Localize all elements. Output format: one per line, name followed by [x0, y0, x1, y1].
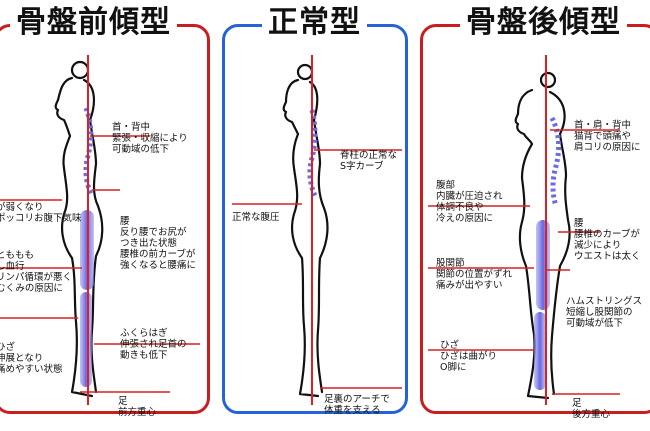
posterior-figure: [514, 71, 571, 400]
abdominal-pressure-label: 正常な腹圧: [232, 212, 280, 223]
neck-shoulder-label: 首・肩・背中猫背で頭痛や肩コリの原因に: [574, 120, 641, 153]
normal-figure: [282, 63, 329, 398]
hamstring-label: ハムストリングス短縮し股関節の可動域が低下: [566, 296, 643, 329]
thigh-label: ともももし血行リンパ循環が悪くむくみの原因に: [0, 250, 73, 294]
posterior-spine: [549, 116, 562, 207]
arch-label: 足裏のアーチで体重を支える: [324, 394, 390, 416]
belly-label: 腹部内臓が圧迫され体調不良や冷えの原因に: [436, 180, 503, 224]
abdomen-label: が弱くなりポッコリお腹下気味: [0, 202, 82, 224]
posterior-tilt-title: 骨盤後傾型: [460, 6, 627, 40]
anterior-tilt-title: 骨盤前傾型: [10, 6, 177, 40]
knee-label: ひざ伸展となり痛めやすい状態: [0, 342, 63, 375]
lower-back-label: 腰反り腰でお尻がつき出た状態腰椎の前カーブが強くなると腰痛に: [120, 216, 197, 271]
anterior-shin: [80, 292, 92, 387]
posterior-shin: [534, 312, 546, 390]
lumbar-label: 腰腰椎のカーブが減少によりウエストは太く: [574, 218, 641, 262]
foot-label: 足前方重心: [118, 396, 157, 418]
hip-joint-label: 股関節関節の位置がずれ痛みが出やすい: [436, 258, 513, 291]
neck-back-label: 首・背中緊張・収縮により可動域の低下: [112, 122, 188, 155]
back-weight-label: 足後方重心: [572, 398, 611, 420]
leader-lines: [0, 129, 620, 395]
normal-title: 正常型: [262, 6, 367, 40]
calf-label: ふくらはぎ伸張され足首の動きも低下: [120, 328, 187, 361]
posterior-thigh: [536, 220, 550, 310]
